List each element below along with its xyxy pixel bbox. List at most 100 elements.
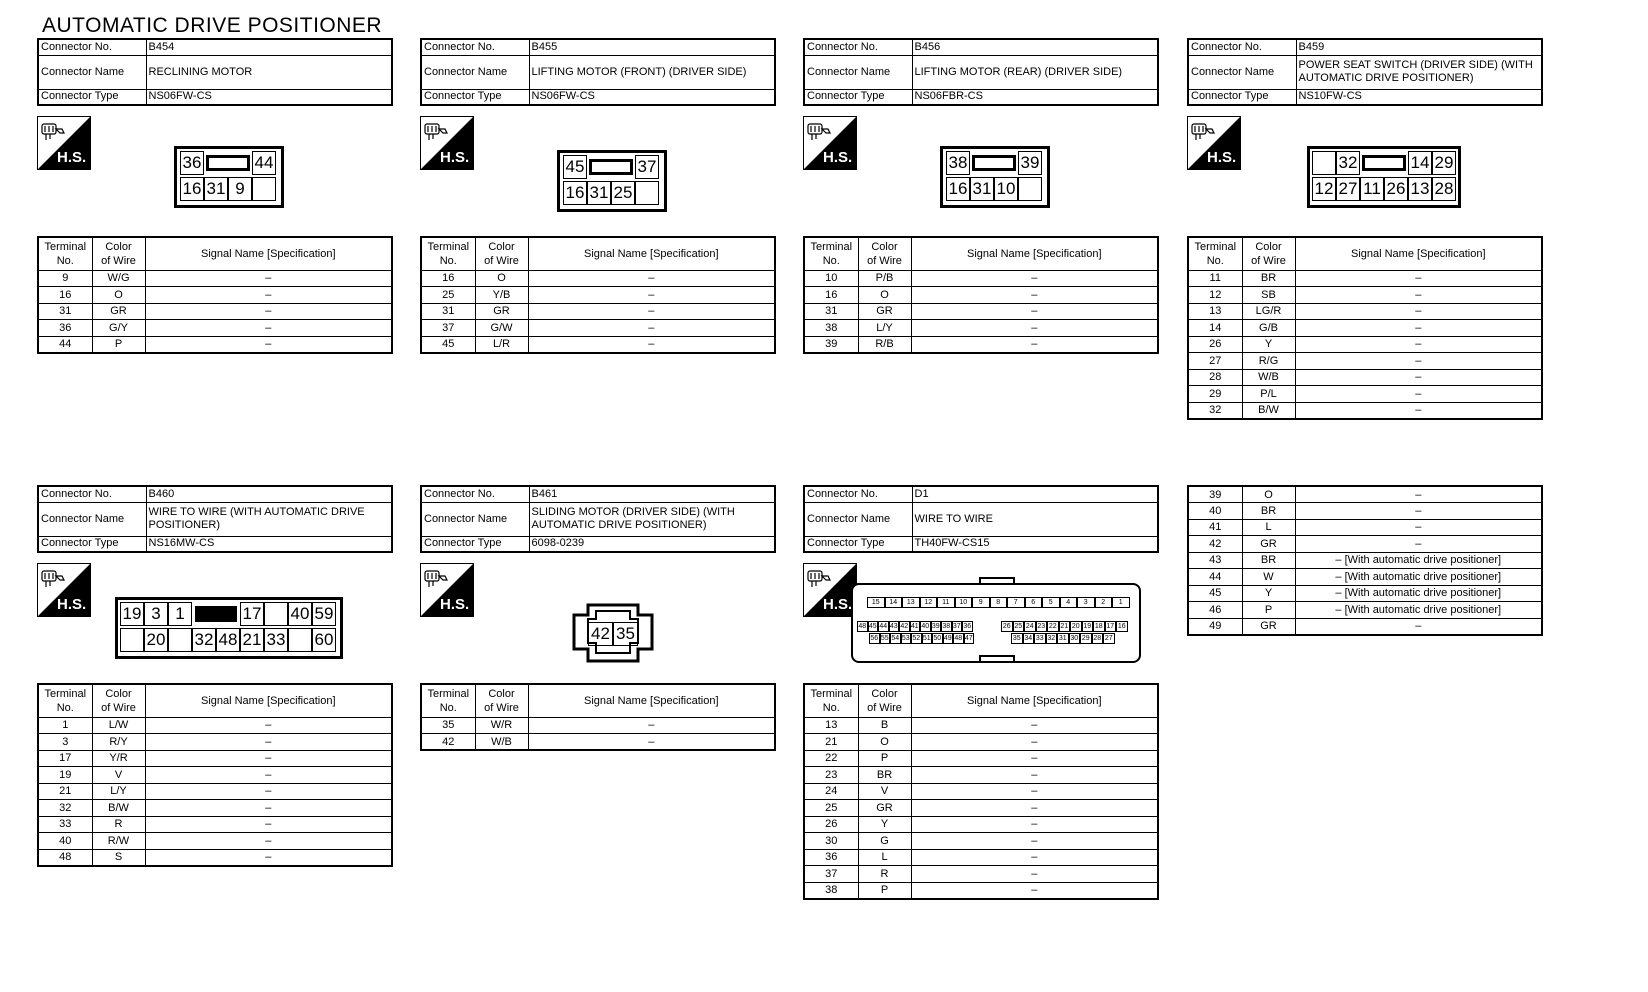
terminal-no: 33 xyxy=(37,815,93,833)
signal-name: – xyxy=(144,716,393,734)
pin: 28 xyxy=(1091,633,1103,644)
connector-name-value: LIFTING MOTOR (REAR) (DRIVER SIDE) xyxy=(911,54,1159,90)
signal-name: – xyxy=(1294,352,1543,370)
signal-name: – xyxy=(144,832,393,850)
wire-color: R/B xyxy=(857,335,912,353)
hs-label: H.S. xyxy=(440,596,470,613)
terminal-no: 26 xyxy=(803,815,859,833)
signal-name: – xyxy=(1294,485,1543,503)
signal-name: – xyxy=(144,799,393,817)
pin: 26 xyxy=(1384,177,1408,201)
terminal-no: 14 xyxy=(1187,319,1243,337)
pin: 36 xyxy=(962,621,973,632)
signal-name: – xyxy=(1294,502,1543,520)
signal-name: – xyxy=(1294,335,1543,353)
pin: 14 xyxy=(884,597,902,608)
wire-color: G xyxy=(857,832,912,850)
wire-color: LG/R xyxy=(1241,302,1296,320)
wire-color: W xyxy=(1241,568,1296,586)
pin: 44 xyxy=(878,621,889,632)
terminal-no: 29 xyxy=(1187,385,1243,403)
signal-name-header: Signal Name [Specification] xyxy=(527,683,776,718)
wire-color: Y/B xyxy=(474,286,529,304)
terminal-no: 28 xyxy=(1187,368,1243,386)
wire-color: L xyxy=(1241,518,1296,536)
signal-name-header: Signal Name [Specification] xyxy=(144,683,393,718)
pin: 17 xyxy=(240,602,264,626)
signal-name: – xyxy=(1294,535,1543,553)
connector-type-value: 6098-0239 xyxy=(528,535,776,553)
pin: 48 xyxy=(857,621,868,632)
terminal-no: 30 xyxy=(803,832,859,850)
connector-number-value: B459 xyxy=(1295,38,1543,56)
connector-type-label: Connector Type xyxy=(420,535,530,553)
pin: 37 xyxy=(951,621,962,632)
connector-type-label: Connector Type xyxy=(803,535,913,553)
terminal-no: 44 xyxy=(37,335,93,353)
pin: 9 xyxy=(228,177,252,201)
connector-number-value: B460 xyxy=(145,485,393,503)
connector-name-label: Connector Name xyxy=(37,54,147,90)
signal-name: – xyxy=(144,848,393,866)
terminal-no: 1 xyxy=(37,716,93,734)
pin: 10 xyxy=(994,177,1018,201)
wire-color: Y xyxy=(857,815,912,833)
hs-label: H.S. xyxy=(823,596,853,613)
signal-name-header: Signal Name [Specification] xyxy=(1294,236,1543,271)
terminal-no: 36 xyxy=(37,319,93,337)
pin: 41 xyxy=(909,621,920,632)
terminal-no: 21 xyxy=(37,782,93,800)
signal-name: – [With automatic drive positioner] xyxy=(1294,568,1543,586)
harness-side-icon: H.S. xyxy=(1187,116,1241,170)
pin xyxy=(1018,177,1042,201)
terminal-no: 26 xyxy=(1187,335,1243,353)
connector-number-label: Connector No. xyxy=(420,485,530,503)
connector-name-value: LIFTING MOTOR (FRONT) (DRIVER SIDE) xyxy=(528,54,776,90)
connector-name-label: Connector Name xyxy=(37,501,147,537)
wire-color: B xyxy=(857,716,912,734)
pin: 19 xyxy=(1081,621,1093,632)
wire-color: GR xyxy=(857,799,912,817)
terminal-no: 13 xyxy=(803,716,859,734)
pin: 13 xyxy=(902,597,920,608)
pin: 29 xyxy=(1080,633,1092,644)
pin: 13 xyxy=(1408,177,1432,201)
pin: 34 xyxy=(1022,633,1034,644)
pin: 55 xyxy=(879,633,890,644)
wire-color: W/G xyxy=(91,269,146,287)
signal-name: – xyxy=(144,749,393,767)
wire-color: GR xyxy=(474,302,529,320)
pin: 19 xyxy=(120,602,144,626)
terminal-no: 40 xyxy=(1187,502,1243,520)
pin: 39 xyxy=(1018,151,1042,175)
pin: 11 xyxy=(1360,177,1384,201)
connector-type-value: NS10FW-CS xyxy=(1295,88,1543,106)
